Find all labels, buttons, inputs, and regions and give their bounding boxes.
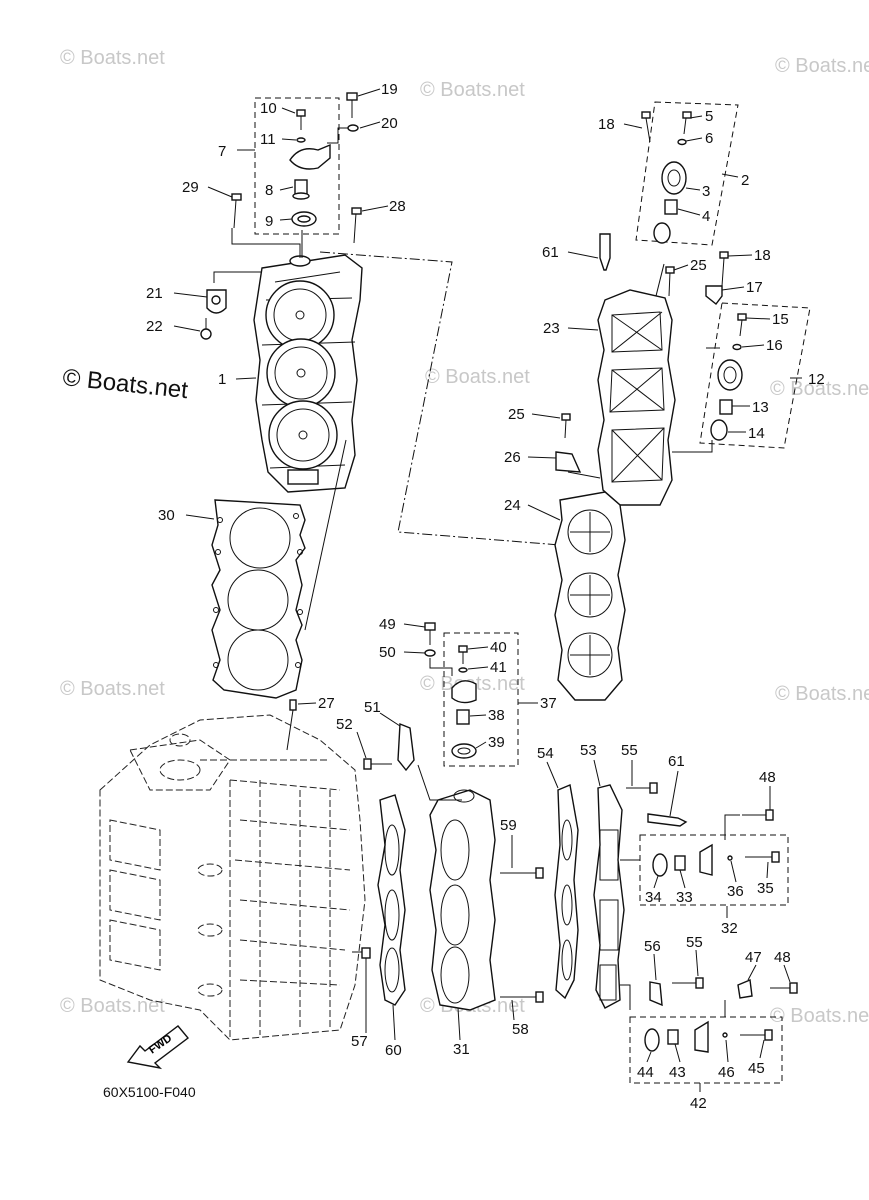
- watermark: © Boats.net: [60, 678, 165, 700]
- watermark: © Boats.net: [425, 366, 530, 388]
- callout-47: 47: [745, 949, 762, 966]
- callout-19: 19: [381, 81, 398, 98]
- callout-17: 17: [746, 279, 763, 296]
- callout-5: 5: [705, 108, 713, 125]
- callout-61: 61: [542, 244, 559, 261]
- callout-37: 37: [540, 695, 557, 712]
- callout-labels: 19 20 10 11 7 8 9 29 28 21 22 1 30 27 18…: [146, 81, 825, 1112]
- callout-8: 8: [265, 182, 273, 199]
- callout-31: 31: [453, 1041, 470, 1058]
- callout-18: 18: [598, 116, 615, 133]
- group-box-37: [443, 632, 519, 767]
- callout-29: 29: [182, 179, 199, 196]
- cover-gasket-24: [554, 491, 626, 701]
- head-cover-lower-right: [554, 782, 798, 1084]
- callout-1: 1: [218, 371, 226, 388]
- callout-10: 10: [260, 100, 277, 117]
- group-box-7: [254, 97, 340, 235]
- cylinder-head-left: [200, 92, 561, 546]
- callout-21: 21: [146, 285, 163, 302]
- callout-35: 35: [757, 880, 774, 897]
- callout-55: 55: [621, 742, 638, 759]
- callout-13: 13: [752, 399, 769, 416]
- callout-38: 38: [488, 707, 505, 724]
- callout-25: 25: [508, 406, 525, 423]
- callout-33: 33: [676, 889, 693, 906]
- callout-7: 7: [218, 143, 226, 160]
- group-box-42: [629, 1016, 783, 1084]
- callout-56: 56: [644, 938, 661, 955]
- watermark: © Boats.net: [775, 55, 869, 77]
- group-box-32: [639, 834, 789, 906]
- watermark: © Boats.net: [770, 1005, 869, 1027]
- watermark: © Boats.net: [775, 683, 869, 705]
- callout-22: 22: [146, 318, 163, 335]
- watermark: © Boats.net: [420, 79, 525, 101]
- watermark: © Boats.net: [60, 47, 165, 69]
- callout-24: 24: [504, 497, 521, 514]
- watermark: © Boats.net: [770, 378, 869, 400]
- engine-block: [99, 699, 366, 1041]
- callout-44: 44: [637, 1064, 654, 1081]
- callout-11: 11: [260, 131, 276, 148]
- callout-18: 18: [754, 247, 771, 264]
- callout-9: 9: [265, 213, 273, 230]
- callout-58: 58: [512, 1021, 529, 1038]
- callout-25: 25: [690, 257, 707, 274]
- callout-15: 15: [772, 311, 789, 328]
- callout-43: 43: [669, 1064, 686, 1081]
- callout-12: 12: [808, 371, 825, 388]
- callout-6: 6: [705, 130, 713, 147]
- callout-48: 48: [774, 949, 791, 966]
- group-box-12: [699, 302, 811, 449]
- callout-46: 46: [718, 1064, 735, 1081]
- callout-14: 14: [748, 425, 765, 442]
- callout-2: 2: [741, 172, 749, 189]
- head-cover-right: [555, 101, 811, 506]
- callout-53: 53: [580, 742, 597, 759]
- callout-41: 41: [490, 659, 507, 676]
- callout-48: 48: [759, 769, 776, 786]
- callout-42: 42: [690, 1095, 707, 1112]
- callout-49: 49: [379, 616, 396, 633]
- callout-36: 36: [727, 883, 744, 900]
- callout-40: 40: [490, 639, 507, 656]
- head-gasket-30: [211, 439, 347, 699]
- brand-watermark: © Boats.net: [61, 364, 189, 404]
- callout-23: 23: [543, 320, 560, 337]
- fwd-arrow: FWD: [126, 1025, 190, 1070]
- callout-39: 39: [488, 734, 505, 751]
- callout-52: 52: [336, 716, 353, 733]
- callout-32: 32: [721, 920, 738, 937]
- watermark: © Boats.net: [60, 995, 165, 1017]
- callout-28: 28: [389, 198, 406, 215]
- callout-34: 34: [645, 889, 662, 906]
- callout-50: 50: [379, 644, 396, 661]
- callout-26: 26: [504, 449, 521, 466]
- callout-59: 59: [500, 817, 517, 834]
- callout-51: 51: [364, 699, 381, 716]
- callout-20: 20: [381, 115, 398, 132]
- callout-45: 45: [748, 1060, 765, 1077]
- drawing-code: 60X5100-F040: [103, 1084, 196, 1100]
- callout-30: 30: [158, 507, 175, 524]
- callout-60: 60: [385, 1042, 402, 1059]
- callout-27: 27: [318, 695, 335, 712]
- group-box-2: [635, 101, 739, 246]
- callout-55: 55: [686, 934, 703, 951]
- callout-16: 16: [766, 337, 783, 354]
- callout-3: 3: [702, 183, 710, 200]
- callout-61: 61: [668, 753, 685, 770]
- callout-57: 57: [351, 1033, 368, 1050]
- callout-54: 54: [537, 745, 554, 762]
- callout-4: 4: [702, 208, 710, 225]
